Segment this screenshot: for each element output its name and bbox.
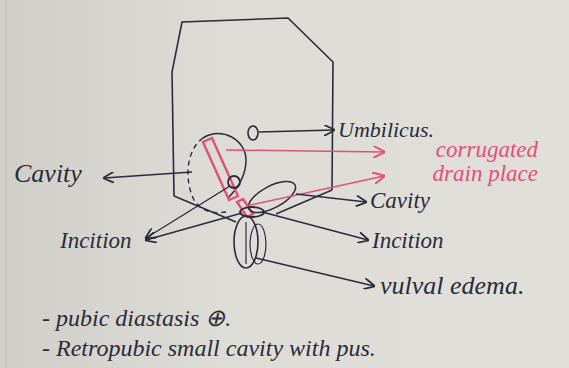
leader-line — [262, 212, 368, 240]
leader-line — [246, 176, 384, 206]
drain-tube — [203, 138, 238, 200]
vulva-outline — [234, 216, 258, 268]
incision-mark — [240, 207, 264, 217]
abdomen-outline — [172, 18, 333, 196]
note-text: - Retropubic small cavity with pus. — [42, 336, 376, 361]
leader-line — [259, 130, 334, 132]
anatomy-label: Cavity — [14, 160, 82, 187]
anatomy-label: Umbilicus. — [338, 118, 434, 141]
leader-line — [146, 186, 230, 238]
umbilicus-mark — [248, 126, 258, 140]
note-text: - pubic diastasis ⊕. — [42, 306, 231, 331]
anatomy-label: Incition — [372, 229, 444, 253]
anatomy-label: vulval edema. — [380, 272, 524, 299]
leader-line — [296, 194, 366, 202]
leader-line — [256, 258, 374, 286]
drain-label: corrugated drain place — [388, 138, 538, 186]
page-margin — [6, 0, 7, 368]
leader-line — [146, 213, 242, 240]
anatomy-label: Cavity — [370, 189, 430, 213]
vulva-cleft — [245, 222, 246, 264]
cavity-outline — [244, 175, 300, 219]
leader-line — [226, 150, 384, 152]
anatomy-label: Incition — [60, 229, 132, 253]
leader-line — [104, 172, 192, 178]
groin-line — [174, 196, 236, 222]
